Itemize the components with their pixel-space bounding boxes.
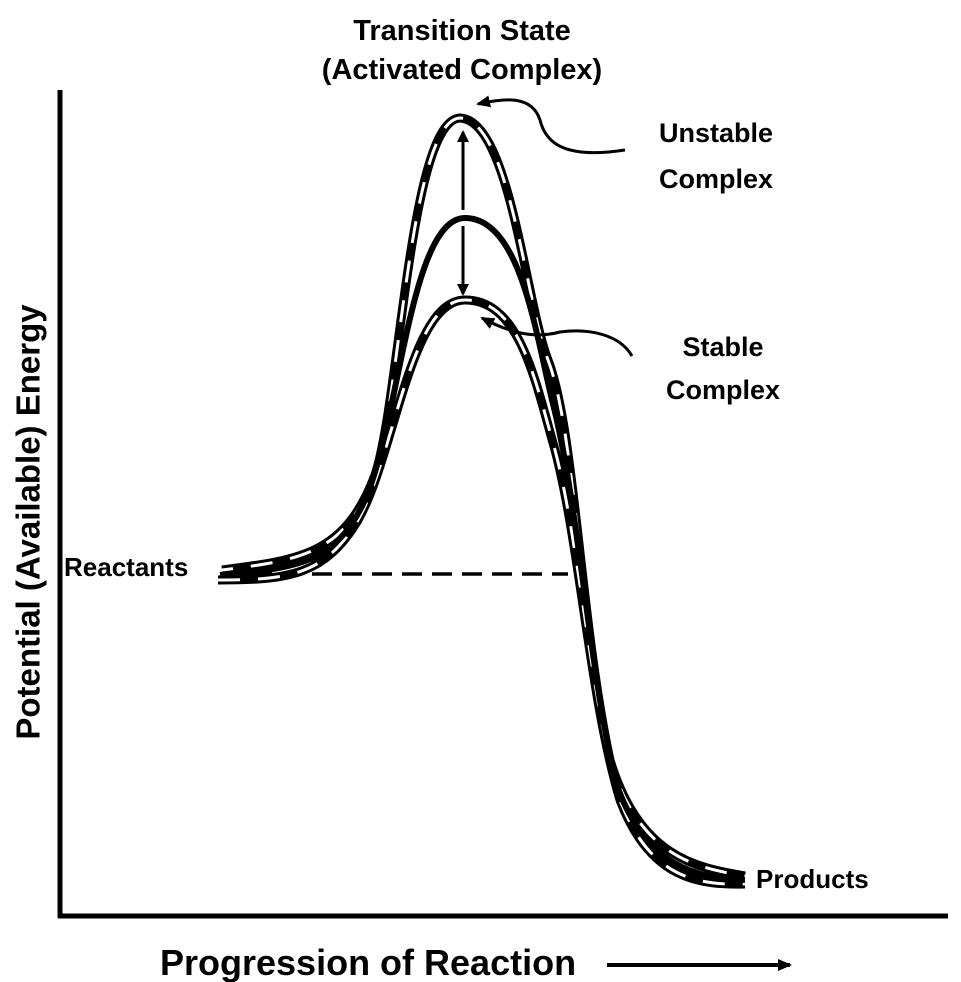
unstable-label-line2: Complex — [658, 164, 774, 194]
reactants-label: Reactants — [64, 552, 189, 582]
activated-complex-subtitle: (Activated Complex) — [321, 54, 603, 86]
unstable-complex-curve — [221, 113, 746, 881]
reaction-energy-curve — [219, 214, 746, 883]
y-axis-title: Potential (Available) Energy — [9, 304, 47, 740]
unstable-pointer-arrow — [476, 95, 626, 155]
transition-state-title: Transition State — [353, 15, 571, 47]
stable-label-line1: Stable — [682, 332, 764, 362]
stable-pointer-arrow — [480, 316, 634, 357]
products-label: Products — [756, 864, 869, 894]
stable-label-line2: Complex — [665, 375, 781, 405]
x-axis-title: Progression of Reaction — [160, 942, 577, 982]
unstable-label-line1: Unstable — [658, 118, 774, 148]
